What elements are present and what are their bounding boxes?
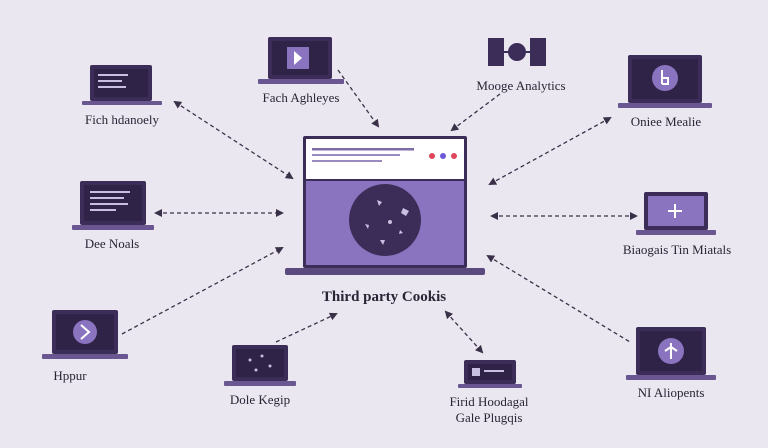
arrow-top-left	[173, 100, 294, 180]
browser-max-dot	[451, 153, 457, 159]
label-bottom-right: NI Aliopents	[637, 385, 705, 400]
device-top-center-right	[488, 38, 546, 66]
device-mid-right	[636, 192, 716, 235]
cookie-icon	[349, 184, 421, 256]
label-top-center-left: Fach Aghleyes	[262, 90, 340, 105]
device-bottom-left	[42, 310, 128, 359]
arrow-top-center-left	[337, 69, 380, 128]
central-browser	[285, 136, 485, 275]
label-bottom-center-left: Dole Kegip	[229, 392, 291, 407]
browser-min-dot	[440, 153, 446, 159]
browser-close-dot	[429, 153, 435, 159]
label-top-left: Fich hdanoely	[84, 112, 159, 127]
label-top-right: Oniee Mealie	[630, 114, 702, 129]
device-top-right	[618, 55, 712, 108]
center-title: Third party Cookis	[321, 289, 447, 305]
device-top-center-left	[258, 37, 344, 84]
label-mid-left: Dee Noals	[84, 236, 140, 251]
label-bottom-center-right-2: Gale Plugqis	[455, 410, 523, 425]
arrow-bottom-center-right	[444, 310, 484, 354]
arrow-bottom-right	[486, 254, 631, 343]
device-top-left	[82, 65, 162, 105]
arrow-top-center-right	[450, 93, 501, 132]
arrow-bottom-center-left	[275, 312, 338, 343]
arrow-top-right	[488, 117, 612, 185]
connection-arrows	[121, 69, 638, 354]
label-bottom-left: Hppur	[53, 368, 87, 383]
label-bottom-center-right-1: Firid Hoodagal	[449, 394, 529, 409]
device-mid-left	[72, 181, 154, 230]
label-mid-right: Biaogais Tin Miatals	[622, 242, 732, 257]
arrow-bottom-left	[121, 247, 284, 335]
device-bottom-center-right	[458, 360, 522, 388]
label-top-center-right: Mooge Analytics	[476, 78, 566, 93]
device-bottom-center-left	[224, 345, 296, 386]
device-bottom-right	[626, 327, 716, 380]
